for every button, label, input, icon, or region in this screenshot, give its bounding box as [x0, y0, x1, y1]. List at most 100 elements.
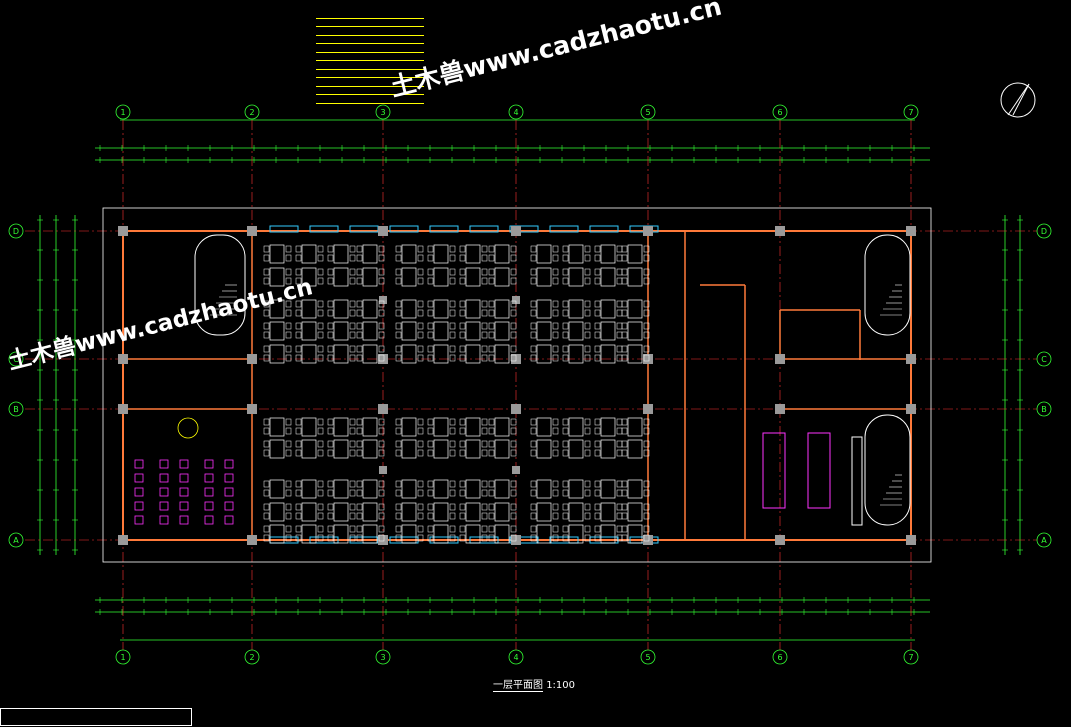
- dining-chair: [530, 345, 537, 353]
- dining-chair: [584, 440, 591, 448]
- dining-chair: [643, 354, 650, 362]
- dining-chair: [395, 440, 402, 448]
- dining-chair: [616, 440, 623, 448]
- dining-chair: [356, 512, 363, 520]
- dining-chair: [285, 418, 292, 426]
- axis-bubble-icon: [508, 649, 524, 665]
- dining-table: [568, 524, 584, 544]
- dining-chair: [643, 512, 650, 520]
- dining-chair: [417, 440, 424, 448]
- dining-table: [536, 244, 552, 264]
- axis-bubble-icon: [8, 532, 24, 548]
- dining-chair: [417, 322, 424, 330]
- dining-chair: [427, 525, 434, 533]
- dining-table: [433, 244, 449, 264]
- axis-bubble-label: B: [13, 405, 19, 414]
- dining-chair: [594, 480, 601, 488]
- dining-table: [494, 417, 510, 437]
- outer-outline: [102, 207, 932, 563]
- toilet-stall: [159, 501, 169, 511]
- dining-chair: [459, 268, 466, 276]
- window: [269, 225, 299, 233]
- stair-outline: [864, 234, 911, 336]
- dining-chair: [552, 489, 559, 497]
- dining-chair: [643, 503, 650, 511]
- dining-chair: [317, 534, 324, 542]
- dining-table: [600, 299, 616, 319]
- dining-table: [465, 321, 481, 341]
- axis-bubble-icon: [640, 104, 656, 120]
- dining-chair: [317, 254, 324, 262]
- dining-chair: [378, 268, 385, 276]
- dining-chair: [395, 300, 402, 308]
- dining-chair: [643, 309, 650, 317]
- dining-chair: [481, 449, 488, 457]
- dining-chair: [552, 440, 559, 448]
- axis-bubble-icon: [8, 223, 24, 239]
- dining-chair: [378, 254, 385, 262]
- dining-chair: [488, 489, 495, 497]
- column: [247, 354, 257, 364]
- dining-chair: [263, 480, 270, 488]
- window: [509, 225, 539, 233]
- toilet-stall: [204, 459, 214, 469]
- axis-bubble-icon: [772, 104, 788, 120]
- dining-chair: [562, 427, 569, 435]
- dining-chair: [378, 440, 385, 448]
- dining-chair: [616, 512, 623, 520]
- dining-chair: [395, 331, 402, 339]
- dining-chair: [621, 300, 628, 308]
- water-tank: [177, 417, 199, 439]
- dining-table: [536, 417, 552, 437]
- dining-chair: [427, 418, 434, 426]
- dining-table: [269, 524, 285, 544]
- info-table: [316, 10, 424, 104]
- dining-chair: [356, 354, 363, 362]
- dining-chair: [481, 268, 488, 276]
- column: [511, 404, 521, 414]
- dining-chair: [584, 268, 591, 276]
- toilet-stall: [159, 487, 169, 497]
- dining-chair: [263, 309, 270, 317]
- dining-table: [627, 524, 643, 544]
- drawing-title-text: 一层平面图: [493, 680, 543, 692]
- dining-chair: [621, 268, 628, 276]
- dining-chair: [327, 268, 334, 276]
- title-block-right: [200, 708, 400, 724]
- dining-chair: [584, 354, 591, 362]
- furniture: [134, 244, 650, 544]
- dining-chair: [562, 449, 569, 457]
- dining-chair: [530, 440, 537, 448]
- axis-bubble-label: 5: [645, 108, 650, 117]
- column: [118, 535, 128, 545]
- dining-chair: [584, 254, 591, 262]
- dining-chair: [263, 345, 270, 353]
- toilet-stall: [204, 515, 214, 525]
- dining-chair: [643, 449, 650, 457]
- dining-chair: [510, 331, 517, 339]
- dining-chair: [643, 345, 650, 353]
- column: [512, 466, 520, 474]
- axis-bubble-label: 3: [380, 653, 385, 662]
- dining-chair: [488, 331, 495, 339]
- dining-chair: [584, 331, 591, 339]
- dining-chair: [510, 245, 517, 253]
- dining-chair: [530, 254, 537, 262]
- dining-chair: [481, 489, 488, 497]
- dining-chair: [395, 309, 402, 317]
- dining-table: [494, 344, 510, 364]
- dining-chair: [594, 345, 601, 353]
- dining-chair: [488, 427, 495, 435]
- dining-chair: [449, 503, 456, 511]
- dining-chair: [449, 418, 456, 426]
- dining-chair: [417, 512, 424, 520]
- dining-chair: [349, 503, 356, 511]
- dining-chair: [449, 354, 456, 362]
- dining-chair: [488, 449, 495, 457]
- toilet-stall: [224, 473, 234, 483]
- dining-chair: [552, 254, 559, 262]
- dining-chair: [285, 331, 292, 339]
- dining-table: [494, 479, 510, 499]
- dining-chair: [317, 331, 324, 339]
- window: [429, 225, 459, 233]
